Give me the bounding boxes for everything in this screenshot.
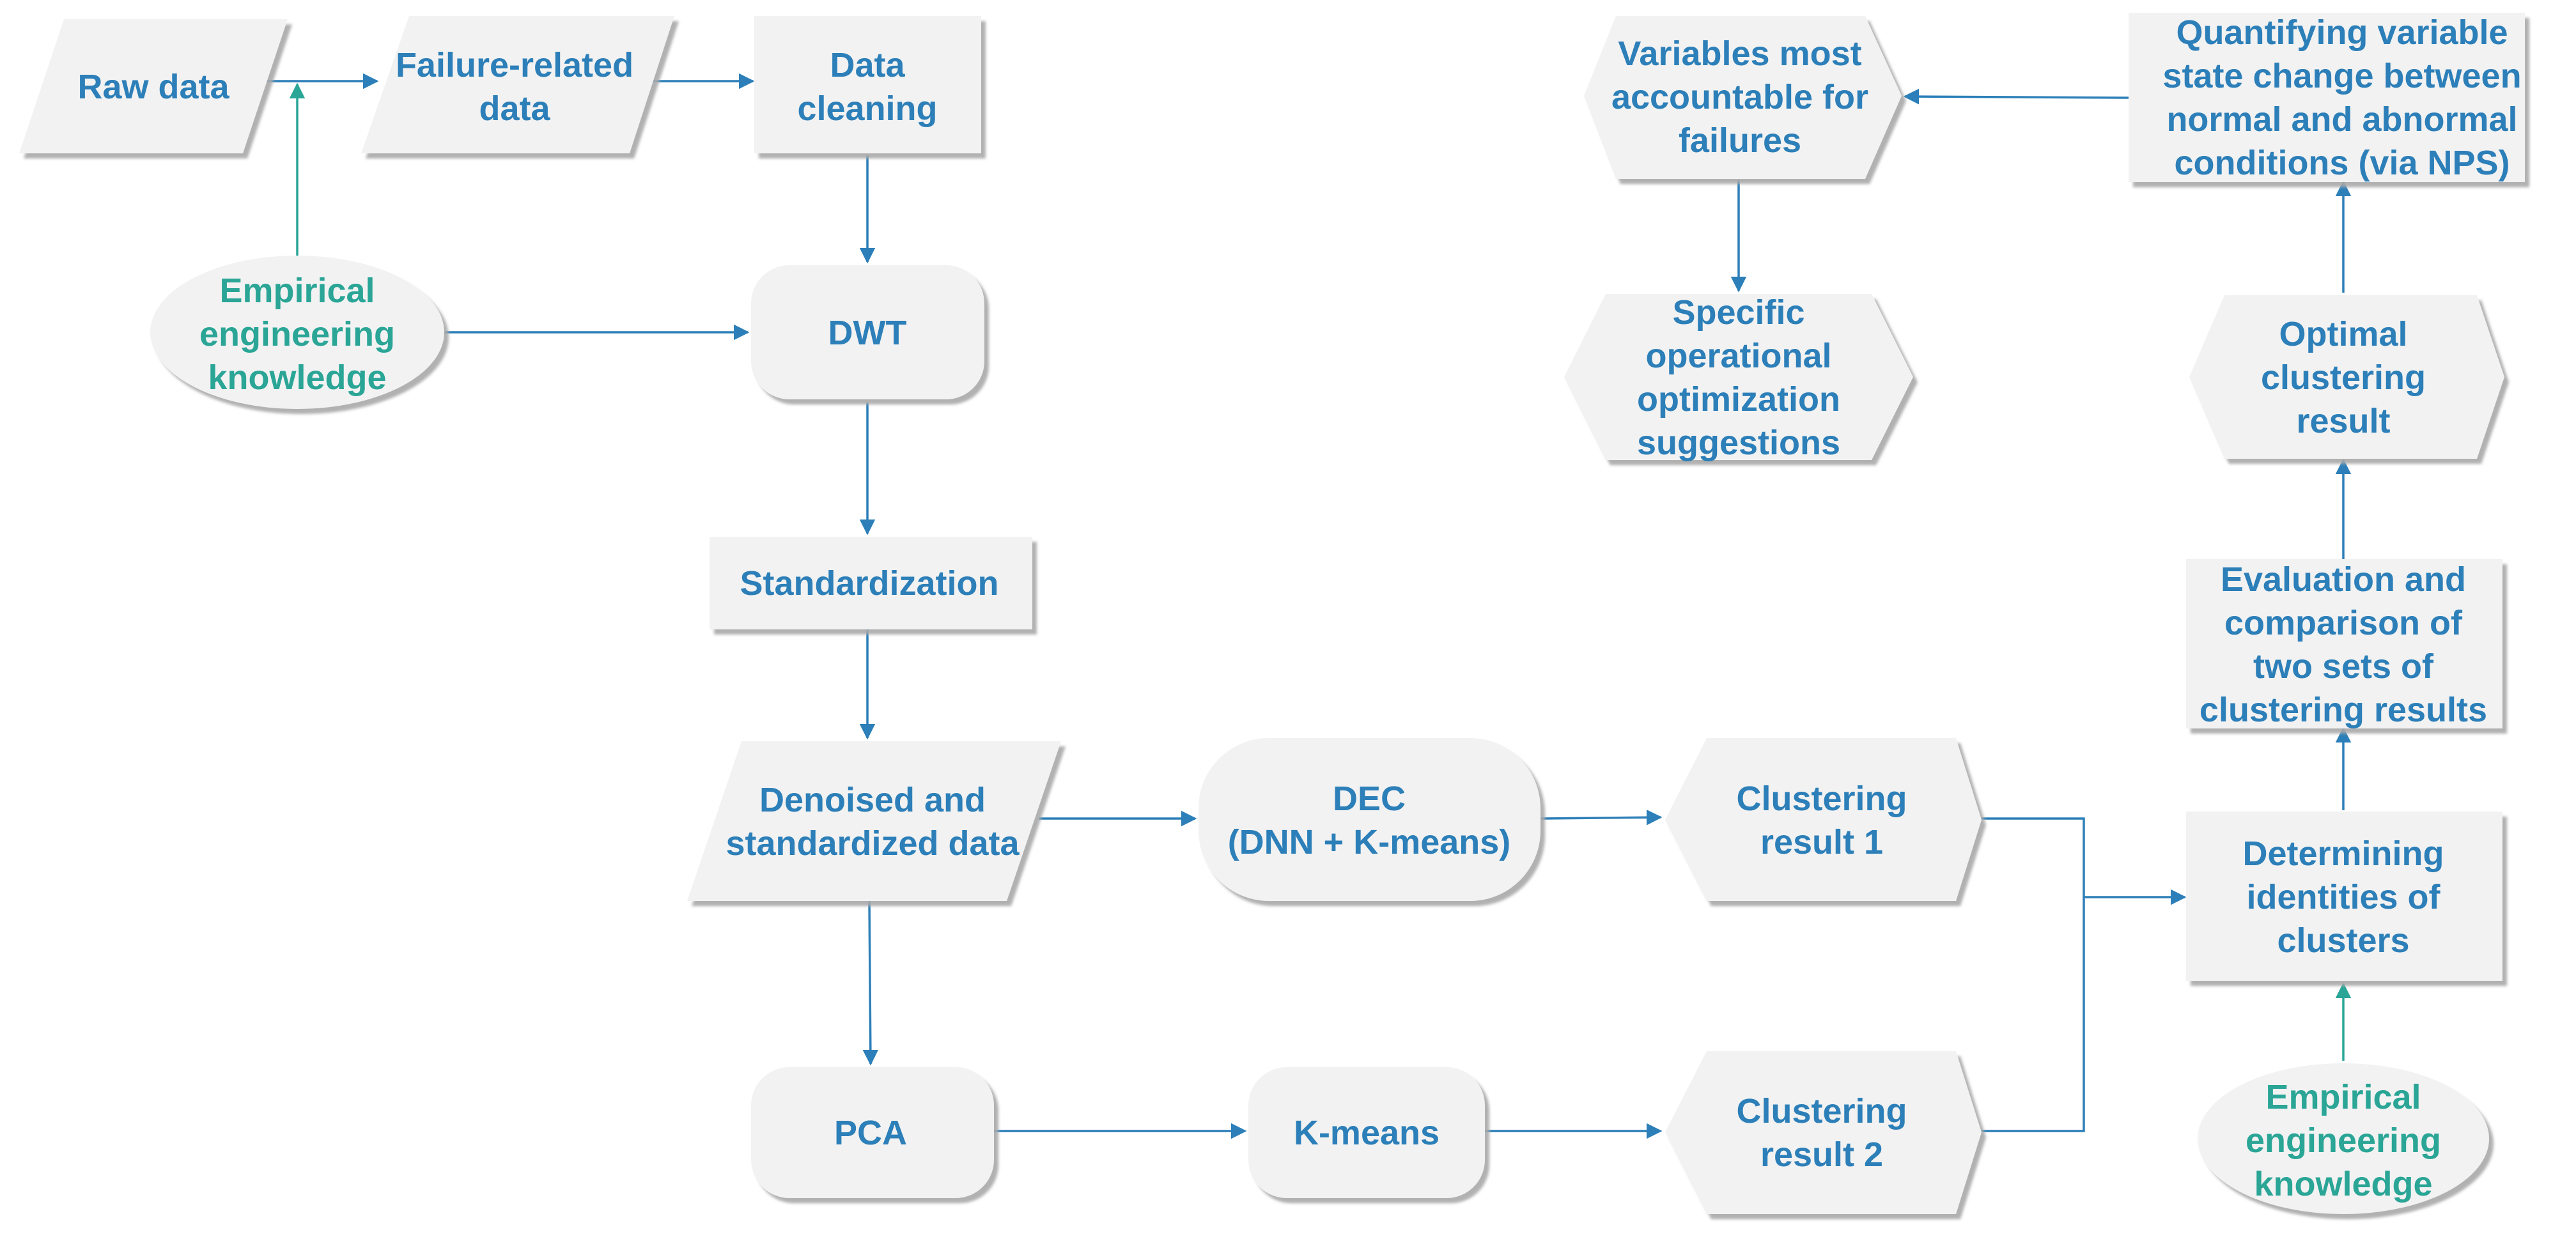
label-line: PCA (834, 1114, 907, 1152)
label-line: Variables most (1618, 35, 1861, 73)
edges (252, 73, 2352, 1139)
edge-clustering1-merge (1980, 817, 2085, 1132)
label-dwt: DWT (828, 314, 907, 352)
label-line: normal and abnormal (2166, 100, 2517, 139)
label-pca: PCA (834, 1114, 907, 1152)
node-empirical-knowledge-bottom: Empirical engineering knowledge (2198, 1063, 2489, 1214)
label-variables-accountable: Variables most accountable for failures (1611, 35, 1868, 160)
label-line: result 2 (1760, 1135, 1883, 1174)
label-optimal-clustering: Optimal clustering result (2261, 315, 2426, 440)
label-line: failures (1679, 121, 1801, 160)
label-line: Optimal (2279, 315, 2407, 353)
label-line: K-means (1294, 1114, 1439, 1152)
label-line: Evaluation and (2221, 560, 2466, 599)
node-data-cleaning: Data cleaning (754, 16, 981, 153)
node-pca: PCA (751, 1067, 994, 1198)
label-line: Determining (2242, 835, 2444, 873)
label-line: knowledge (208, 358, 386, 397)
label-line: engineering (2246, 1121, 2441, 1160)
label-line: operational (1645, 337, 1831, 375)
node-optimal-clustering: Optimal clustering result (2189, 295, 2504, 459)
label-line: result (2296, 402, 2390, 440)
label-data-cleaning: Data cleaning (797, 46, 937, 128)
node-denoised-data: Denoised and standardized data (687, 741, 1061, 901)
node-raw-data: Raw data (19, 19, 288, 153)
label-empirical-knowledge-top: Empirical engineering knowledge (199, 272, 395, 397)
edge-denoised-to-pca (862, 900, 879, 1066)
label-line: Failure-related (396, 46, 633, 84)
label-quantifying-change: Quantifying variable state change between… (2162, 13, 2521, 182)
label-standardization: Standardization (740, 564, 998, 603)
label-line: clustering (2261, 358, 2426, 397)
label-line: suggestions (1637, 424, 1840, 462)
label-line: Empirical (2265, 1078, 2421, 1116)
edge-quantifying-to-variables (1903, 88, 2129, 105)
label-raw-data: Raw data (77, 68, 229, 106)
label-line: Quantifying variable (2176, 13, 2508, 52)
node-evaluation-comparison: Evaluation and comparison of two sets of cl… (2186, 559, 2502, 729)
label-denoised-data: Denoised and standardized data (725, 781, 1020, 863)
node-determining-identities: Determining identities of clusters (2186, 812, 2502, 981)
label-line: comparison of (2224, 604, 2463, 642)
label-evaluation-comparison: Evaluation and comparison of two sets of cl… (2200, 560, 2487, 729)
label-line: state change between (2162, 57, 2521, 95)
label-line: Denoised and (759, 781, 986, 819)
label-line: Data (830, 46, 905, 84)
label-line: knowledge (2254, 1165, 2432, 1203)
label-line: cleaning (797, 89, 937, 128)
node-kmeans: K-means (1248, 1067, 1485, 1198)
node-standardization: Standardization (710, 537, 1032, 629)
node-clustering-result-2: Clustering result 2 (1665, 1051, 1982, 1214)
edge-dec-to-clustering1 (1540, 809, 1663, 826)
label-kmeans: K-means (1294, 1114, 1439, 1152)
node-dwt: DWT (751, 265, 984, 399)
node-empirical-knowledge-top: Empirical engineering knowledge (150, 256, 444, 409)
node-variables-accountable: Variables most accountable for failures (1584, 16, 1902, 179)
label-dec: DEC (DNN + K-means) (1228, 780, 1511, 861)
label-determining-identities: Determining identities of clusters (2242, 835, 2444, 960)
label-operational-suggestions: Specific operational optimization suggestio… (1637, 293, 1840, 462)
label-line: clustering results (2200, 691, 2487, 729)
label-line: accountable for (1611, 78, 1868, 116)
label-line: Specific (1672, 293, 1804, 332)
label-clustering-result-1: Clustering result 1 (1736, 780, 1907, 861)
label-line: data (479, 89, 550, 128)
label-clustering-result-2: Clustering result 2 (1736, 1092, 1907, 1174)
label-line: Raw data (77, 68, 229, 106)
label-failure-related-data: Failure-related data (396, 46, 633, 128)
label-line: identities of (2246, 878, 2440, 916)
label-line: (DNN + K-means) (1228, 823, 1511, 861)
node-quantifying-change: Quantifying variable state change between… (2129, 13, 2525, 182)
node-failure-related-data: Failure-related data (361, 16, 674, 153)
label-line: Clustering (1736, 780, 1907, 818)
label-line: clusters (2277, 921, 2409, 960)
label-line: DEC (1333, 780, 1406, 818)
label-line: Standardization (740, 564, 998, 603)
label-line: result 1 (1760, 823, 1883, 861)
label-line: engineering (199, 315, 395, 353)
node-clustering-result-1: Clustering result 1 (1665, 738, 1982, 901)
label-line: optimization (1637, 380, 1840, 419)
label-line: two sets of (2253, 647, 2434, 686)
label-line: Empirical (219, 272, 375, 310)
label-empirical-knowledge-bottom: Empirical engineering knowledge (2246, 1078, 2441, 1203)
label-line: Clustering (1736, 1092, 1907, 1130)
node-operational-suggestions: Specific operational optimization suggestio… (1564, 293, 1913, 462)
node-dec: DEC (DNN + K-means) (1199, 738, 1540, 901)
label-line: DWT (828, 314, 907, 352)
label-line: standardized data (725, 824, 1020, 863)
label-line: conditions (via NPS) (2174, 144, 2510, 182)
